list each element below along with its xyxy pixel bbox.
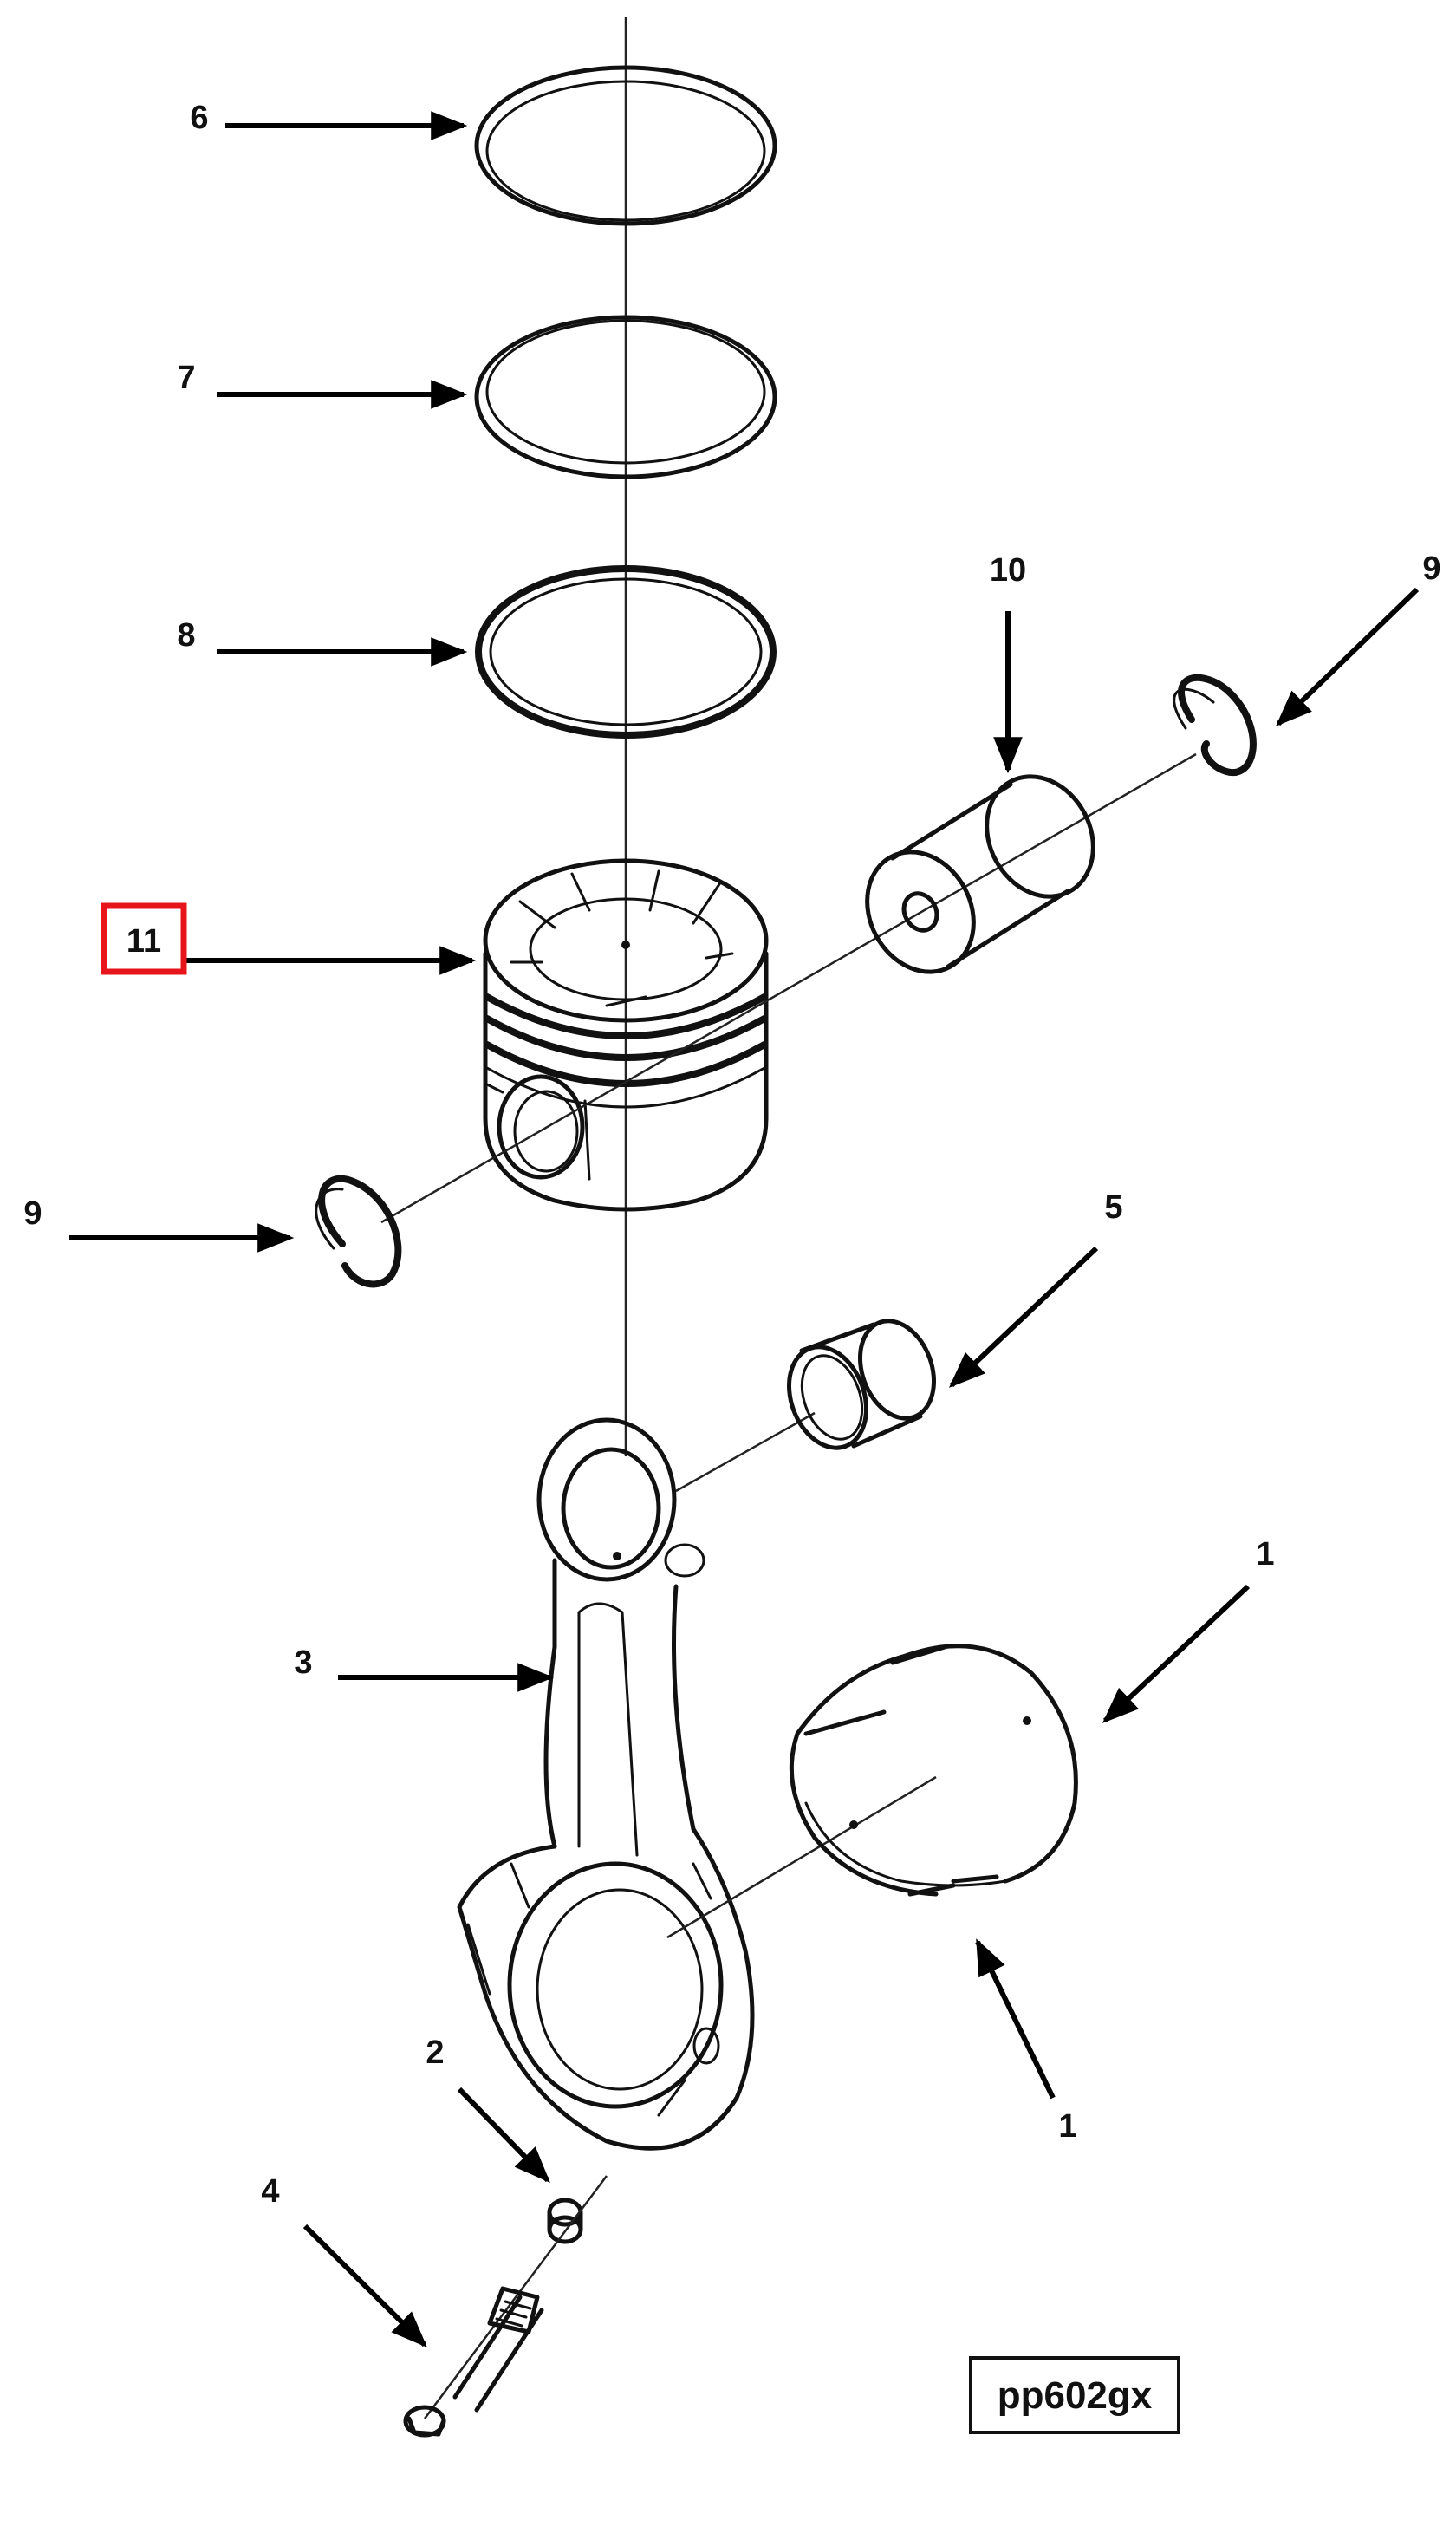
- figure-id-box: [969, 2356, 1180, 2434]
- callout-ring-oil[interactable]: 8: [177, 617, 195, 654]
- retaining-ring-right[interactable]: [1173, 674, 1257, 777]
- piston-pin[interactable]: [847, 758, 1114, 991]
- callout-retaining-ring-right[interactable]: 9: [1422, 550, 1440, 587]
- bearing-axis-line: [666, 1775, 937, 1939]
- callout-ring-top[interactable]: 6: [190, 100, 208, 136]
- piston[interactable]: [483, 858, 769, 1212]
- callout-capscrew[interactable]: 4: [261, 2173, 279, 2210]
- callout-piston-pin[interactable]: 10: [990, 552, 1026, 589]
- second-compression-ring[interactable]: [474, 315, 777, 479]
- pin-axis-line: [380, 752, 1197, 1224]
- top-compression-ring[interactable]: [474, 65, 777, 226]
- figure-id-label: pp602gx: [998, 2374, 1153, 2417]
- retaining-ring-left[interactable]: [315, 1175, 402, 1288]
- arrow-capscrew: [302, 2224, 427, 2347]
- highlight-box: [101, 902, 187, 975]
- oil-control-ring[interactable]: [475, 565, 777, 739]
- arrow-retaining-ring-right: [1275, 587, 1420, 726]
- callout-piston[interactable]: 11: [127, 923, 161, 960]
- callout-ring-second[interactable]: 7: [177, 360, 195, 396]
- screw-axis-line: [424, 2175, 608, 2419]
- callout-bearing-upper[interactable]: 1: [1256, 1536, 1274, 1573]
- arrow-bearing-lower: [975, 1938, 1056, 2100]
- small-end-bushing[interactable]: [776, 1311, 946, 1459]
- connecting-rod-capscrew[interactable]: [403, 2286, 544, 2438]
- dowel-ring[interactable]: [547, 2198, 583, 2244]
- arrow-bushing: [948, 1246, 1099, 1388]
- callout-bushing[interactable]: 5: [1104, 1189, 1122, 1226]
- callout-bearing-lower[interactable]: 1: [1058, 2108, 1076, 2145]
- piston-crown-center-dot: [621, 941, 630, 949]
- arrow-bearing-upper: [1102, 1584, 1251, 1723]
- callout-connecting-rod[interactable]: 3: [294, 1644, 312, 1681]
- connecting-rod-bearing[interactable]: [789, 1644, 1078, 1897]
- bushing-axis-line: [675, 1411, 816, 1493]
- connecting-rod[interactable]: [457, 1417, 755, 2151]
- callout-retaining-ring-left[interactable]: 9: [23, 1195, 42, 1232]
- callout-dowel[interactable]: 2: [426, 2035, 444, 2071]
- leader-arrows: [69, 111, 1420, 2347]
- arrow-dowel: [457, 2087, 550, 2184]
